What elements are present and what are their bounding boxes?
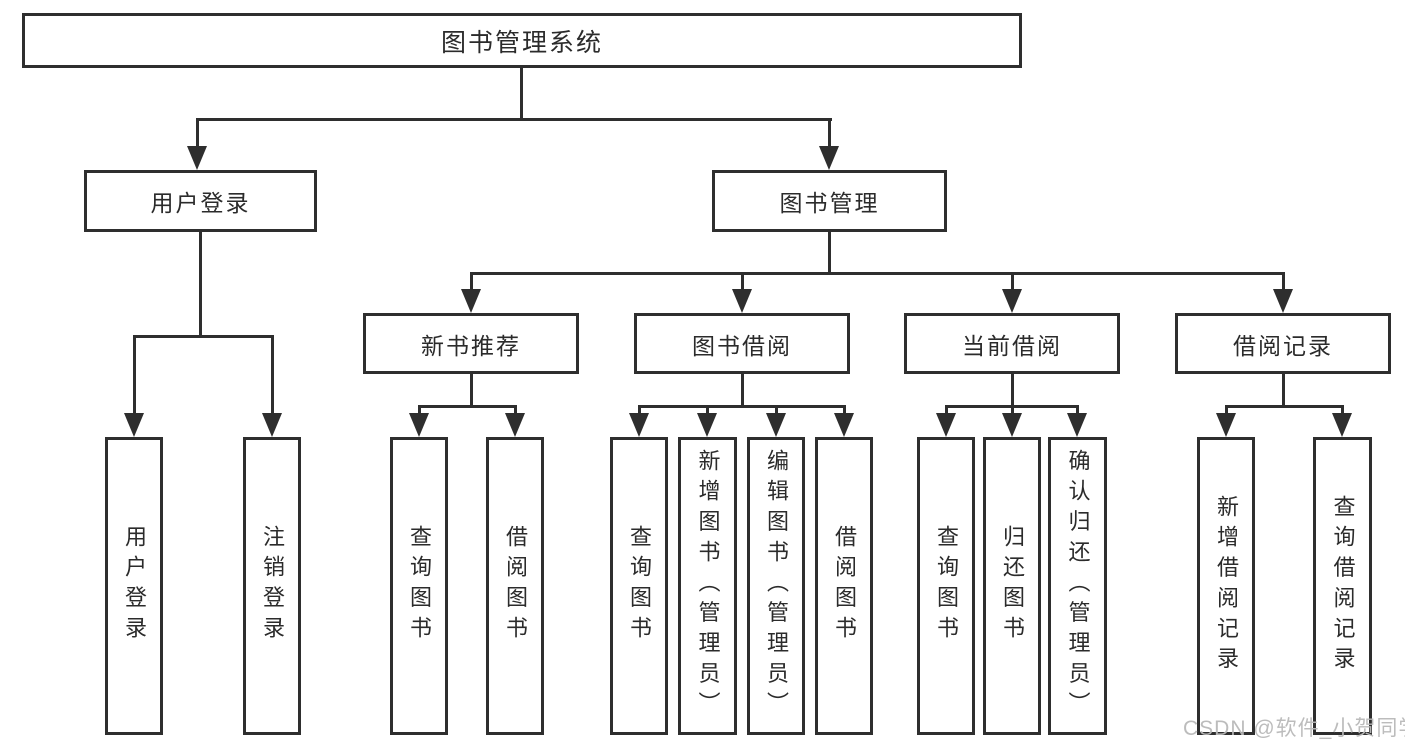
- connector-line: [470, 272, 1284, 275]
- arrow-down-icon: [409, 413, 429, 437]
- node-label: 用户登录: [122, 525, 147, 647]
- leaf-current-return-books: 归还图书: [983, 437, 1041, 735]
- arrow-down-icon: [124, 413, 144, 437]
- arrow-down-icon: [1332, 413, 1352, 437]
- connector-line: [1011, 374, 1014, 407]
- connector-line: [418, 405, 421, 418]
- leaf-borrow-query-books: 查询图书: [610, 437, 668, 735]
- leaf-borrow-add-books-admin: 新增图书（管理员）: [678, 437, 737, 735]
- leaf-user-login: 用户登录: [105, 437, 163, 735]
- arrow-down-icon: [697, 413, 717, 437]
- node-book-borrowing: 图书借阅: [634, 313, 850, 374]
- leaf-records-query-record: 查询借阅记录: [1313, 437, 1372, 735]
- connector-line: [1282, 374, 1285, 407]
- connector-line: [199, 232, 202, 335]
- leaf-borrow-borrow-books: 借阅图书: [815, 437, 873, 735]
- node-label: 查询借阅记录: [1330, 494, 1356, 678]
- connector-line: [1225, 405, 1344, 408]
- arrow-down-icon: [766, 413, 786, 437]
- arrow-down-icon: [819, 146, 839, 170]
- node-label: 新增图书（管理员）: [695, 449, 721, 723]
- leaf-records-add-record: 新增借阅记录: [1197, 437, 1255, 735]
- arrow-down-icon: [629, 413, 649, 437]
- connector-line: [1225, 405, 1228, 418]
- arrow-down-icon: [1002, 289, 1022, 313]
- arrow-down-icon: [834, 413, 854, 437]
- connector-line: [133, 335, 136, 415]
- connector-line: [514, 405, 517, 418]
- leaf-current-query-books: 查询图书: [917, 437, 975, 735]
- leaf-recommend-borrow-books: 借阅图书: [486, 437, 544, 735]
- connector-line: [741, 272, 744, 291]
- node-new-book-recommendation: 新书推荐: [363, 313, 579, 374]
- arrow-down-icon: [1067, 413, 1087, 437]
- node-label: 图书借阅: [692, 332, 792, 359]
- connector-line: [945, 405, 948, 418]
- connector-line: [1011, 272, 1014, 291]
- connector-line: [520, 68, 523, 119]
- node-library-management-system: 图书管理系统: [22, 13, 1022, 68]
- connector-line: [638, 405, 846, 408]
- connector-line: [1341, 405, 1344, 418]
- connector-line: [775, 405, 778, 418]
- connector-line: [133, 335, 274, 338]
- node-label: 归还图书: [1000, 525, 1025, 647]
- connector-line: [828, 232, 831, 274]
- node-label: 图书管理系统: [440, 28, 603, 57]
- connector-line: [271, 335, 274, 415]
- node-label: 借阅图书: [832, 525, 857, 647]
- connector-line: [843, 405, 846, 418]
- node-label: 当前借阅: [962, 332, 1062, 359]
- leaf-borrow-edit-books-admin: 编辑图书（管理员）: [747, 437, 805, 735]
- connector-line: [1076, 405, 1079, 418]
- leaf-recommend-query-books: 查询图书: [390, 437, 448, 735]
- connector-line: [828, 118, 831, 148]
- node-label: 新增借阅记录: [1214, 494, 1239, 678]
- node-label: 查询图书: [934, 525, 959, 647]
- arrow-down-icon: [936, 413, 956, 437]
- node-user-login: 用户登录: [84, 170, 317, 232]
- connector-line: [196, 118, 199, 148]
- arrow-down-icon: [1273, 289, 1293, 313]
- connector-line: [638, 405, 641, 418]
- leaf-current-confirm-return-admin: 确认归还（管理员）: [1048, 437, 1107, 735]
- connector-line: [470, 374, 473, 407]
- node-label: 注销登录: [260, 525, 285, 647]
- node-label: 查询图书: [407, 525, 432, 647]
- node-label: 用户登录: [150, 190, 251, 216]
- arrow-down-icon: [732, 289, 752, 313]
- connector-line: [706, 405, 709, 418]
- node-borrowing-records: 借阅记录: [1175, 313, 1391, 374]
- arrow-down-icon: [262, 413, 282, 437]
- node-book-management: 图书管理: [712, 170, 947, 232]
- arrow-down-icon: [505, 413, 525, 437]
- node-current-borrowing: 当前借阅: [904, 313, 1120, 374]
- connector-line: [1011, 405, 1014, 418]
- node-label: 查询图书: [627, 525, 652, 647]
- node-label: 借阅图书: [503, 525, 528, 647]
- node-label: 编辑图书（管理员）: [764, 449, 789, 723]
- node-label: 新书推荐: [421, 332, 521, 359]
- connector-line: [418, 405, 517, 408]
- connector-line: [470, 272, 473, 291]
- node-label: 图书管理: [779, 190, 880, 216]
- connector-line: [1282, 272, 1285, 291]
- arrow-down-icon: [1002, 413, 1022, 437]
- connector-line: [196, 118, 832, 121]
- leaf-logout: 注销登录: [243, 437, 301, 735]
- connector-line: [741, 374, 744, 407]
- arrow-down-icon: [1216, 413, 1236, 437]
- node-label: 借阅记录: [1233, 332, 1333, 359]
- csdn-watermark: CSDN @软件_小贺同学: [1183, 717, 1405, 740]
- arrow-down-icon: [187, 146, 207, 170]
- node-label: 确认归还（管理员）: [1065, 449, 1091, 723]
- arrow-down-icon: [461, 289, 481, 313]
